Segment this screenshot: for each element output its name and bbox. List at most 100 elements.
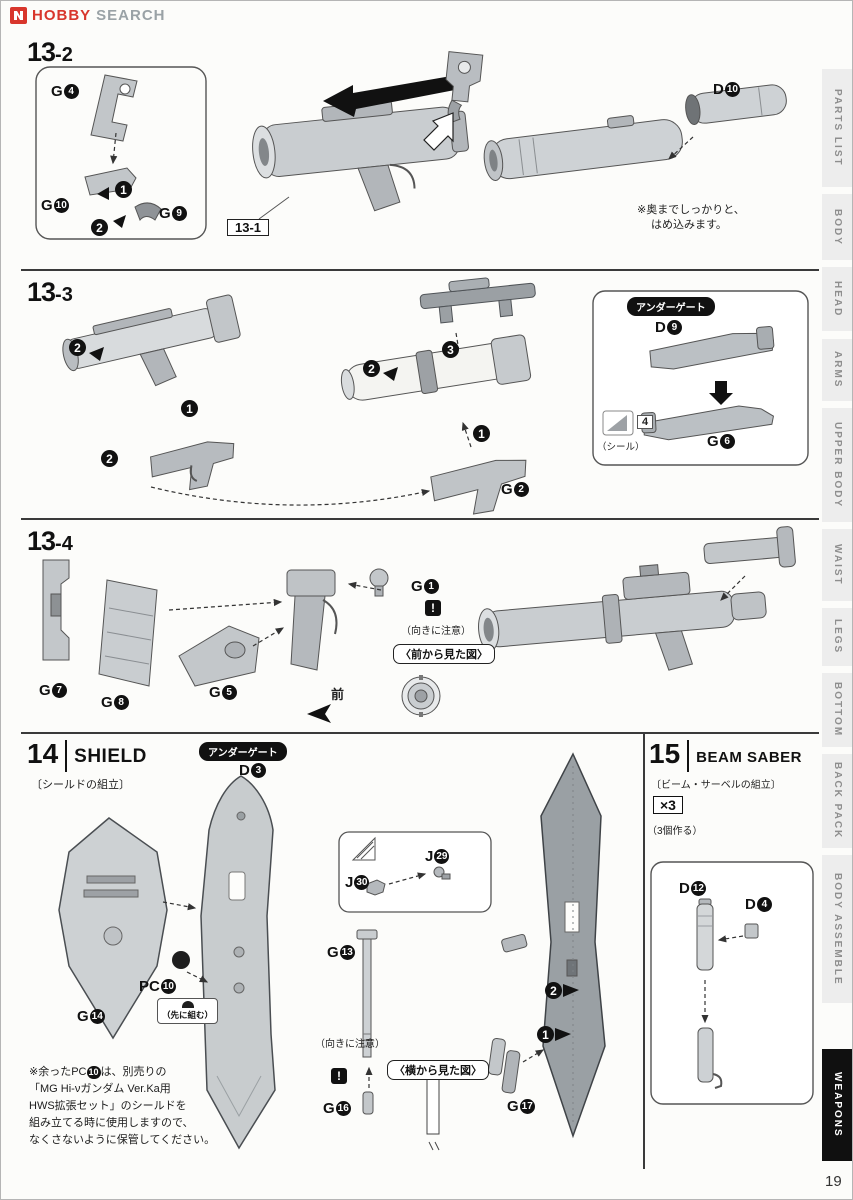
hobby-search-logo-icon (10, 7, 27, 24)
sidebar-tab-body: BODY (822, 194, 852, 260)
g13-rod-part (356, 929, 378, 1058)
step-badge-2b: 2 (101, 450, 118, 467)
sidebar-tab-back-pack: BACK PACK (822, 754, 852, 848)
step-badge-2: 2 (91, 219, 108, 236)
section-13-3-illustration (62, 277, 809, 515)
note-13-2-line1: ※奥までしっかりと、 (637, 204, 745, 216)
step-badge-1b: 1 (473, 425, 490, 442)
x3-count-box: ×3 (653, 796, 683, 814)
seal-number: 4 (637, 415, 654, 429)
g4-part (90, 74, 138, 142)
front-label: 前 (331, 687, 345, 702)
sidebar-tab-arms: ARMS (822, 339, 852, 401)
step-badge-2-shield: 2 (545, 982, 562, 999)
section-14-header: 14 SHIELD (27, 740, 147, 772)
side-view-rod (424, 1070, 442, 1151)
sidebar-tab-bottom: BOTTOM (822, 673, 852, 747)
launcher-body-part (62, 294, 241, 387)
step-badge-2a: 2 (69, 339, 86, 356)
ref-box-13-1: 13-1 (227, 219, 270, 236)
stock-part (703, 526, 796, 568)
seal-label: （シール） (597, 442, 645, 453)
shield-front-part (58, 817, 168, 1040)
pc10-dome-icon (181, 1001, 194, 1008)
shield-blade-part (540, 752, 606, 1139)
d9-part (649, 325, 775, 370)
sidebar-tab-legs: LEGS (822, 608, 852, 666)
assembled-saber-part (697, 1027, 723, 1089)
g1-part (369, 568, 389, 597)
section-15-subtitle: 〔ビーム・サーベルの組立〕 (651, 780, 781, 791)
g16-part (362, 1091, 374, 1115)
logo-text-hobby: HOBBY (32, 7, 92, 24)
header-bar-15 (687, 740, 690, 772)
section-13-2-illustration (35, 51, 787, 240)
divider-vertical (643, 732, 645, 1169)
assembled-bazooka (478, 564, 767, 671)
side-view-label: 〈横から見た図〉 (387, 1060, 489, 1080)
shield-saber-illustration (58, 752, 814, 1151)
small-connector-part (501, 933, 528, 953)
d12-part (696, 898, 714, 971)
section-15-header: 15 BEAM SABER (649, 740, 802, 772)
orientation-warning-icon: ! (425, 600, 441, 616)
section-13-2-title: 13-2 (27, 37, 73, 67)
sidebar-tab-weapons: WEAPONS (822, 1049, 852, 1161)
sidebar-tab-head: HEAD (822, 267, 852, 331)
sidebar-tab-upper-body: UPPER BODY (822, 408, 852, 522)
g17-part (488, 1038, 521, 1094)
g5-part (178, 625, 260, 687)
section-13-4-illustration (42, 526, 796, 723)
sidebar-tab-waist: WAIST (822, 529, 852, 601)
orientation-warning-icon-shield: ! (331, 1068, 347, 1084)
grip-part-left (150, 441, 235, 491)
divider-3 (21, 732, 819, 734)
pc10-part (172, 951, 190, 969)
shield-back-part (200, 775, 276, 1150)
sidebar-tab-parts-list: PARTS LIST (822, 69, 852, 187)
assembly-arrow (323, 75, 460, 117)
white-tube-part (340, 334, 532, 401)
grip-part (286, 569, 338, 671)
step-badge-3: 3 (442, 341, 459, 358)
j29-part (433, 866, 451, 880)
step-badge-1-shield: 1 (537, 1026, 554, 1043)
divider-2 (21, 518, 819, 520)
hobby-search-logo: HOBBY SEARCH (10, 7, 166, 24)
muzzle-part (685, 84, 787, 126)
d4-part (744, 923, 759, 939)
front-view-diagram (401, 675, 441, 717)
g7-part (42, 559, 70, 661)
undergate-pill: アンダーゲート (627, 297, 715, 316)
section-14-subtitle: 〔シールドの組立〕 (31, 779, 130, 791)
logo-text-search: SEARCH (96, 7, 166, 24)
page-number: 19 (825, 1173, 842, 1190)
orientation-note: （向きに注意） (401, 626, 471, 637)
x3-note: （3個作る） (647, 826, 703, 837)
note-13-2-line2: はめ込みます。 (651, 219, 727, 231)
divider-1 (21, 269, 819, 271)
